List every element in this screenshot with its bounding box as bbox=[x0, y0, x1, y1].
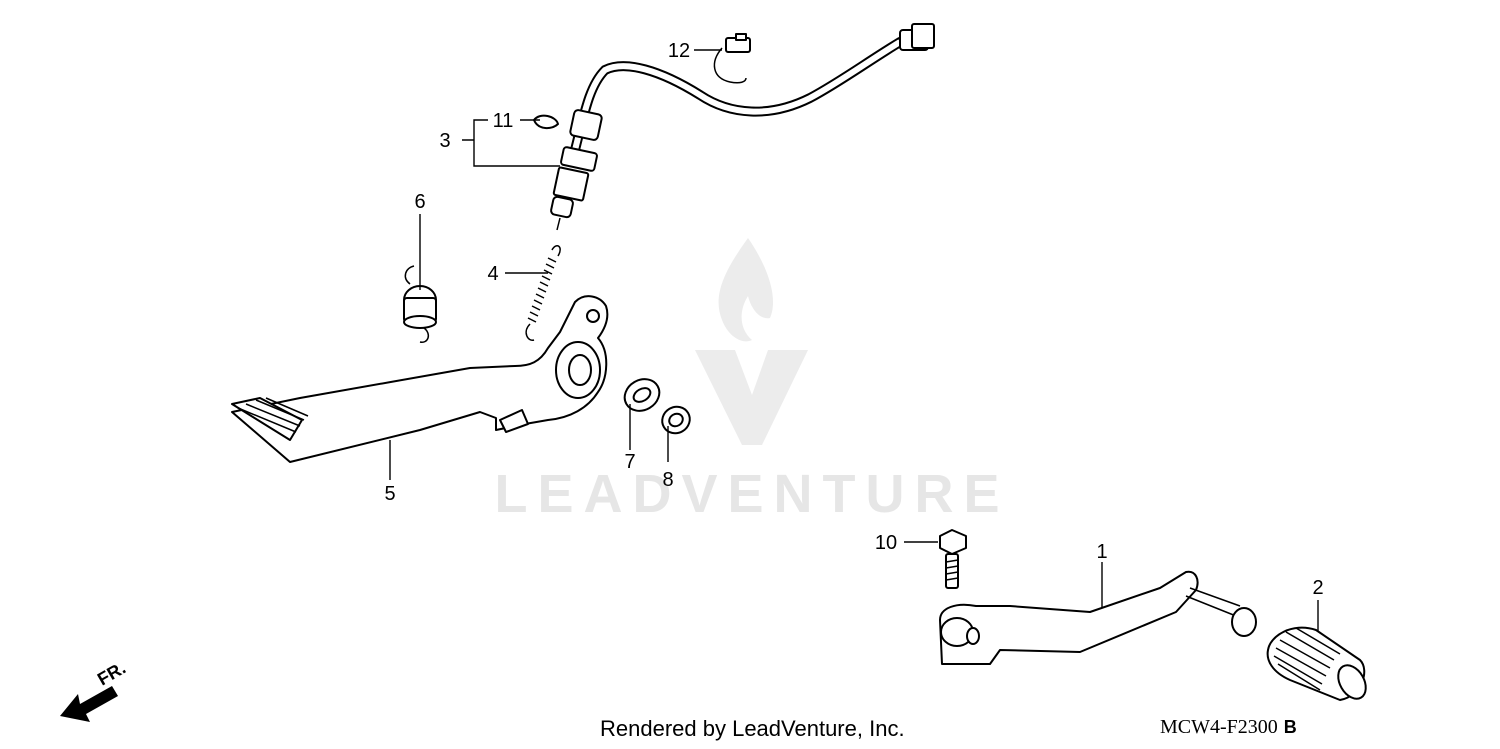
callout-1: 1 bbox=[1096, 541, 1107, 563]
callout-11: 11 bbox=[493, 110, 514, 132]
callout-10: 10 bbox=[875, 532, 897, 554]
diagram-code-text: MCW4-F2300 bbox=[1160, 716, 1278, 738]
callout-12: 12 bbox=[668, 40, 690, 62]
part-10-bolt bbox=[939, 529, 967, 589]
front-direction-label: FR. bbox=[94, 658, 129, 690]
watermark-text: LEADVENTURE bbox=[494, 464, 1009, 524]
callout-3: 3 bbox=[439, 130, 450, 152]
part-3-brake-switch bbox=[550, 23, 935, 231]
part-8-clip bbox=[661, 405, 691, 435]
part-4-spring bbox=[525, 245, 561, 341]
part-1-gearshift-pedal bbox=[939, 570, 1257, 665]
watermark-logo bbox=[695, 238, 808, 445]
part-7-washer bbox=[623, 378, 661, 412]
part-11-clip bbox=[533, 114, 559, 130]
callout-4: 4 bbox=[487, 263, 498, 285]
part-2-rubber bbox=[1266, 626, 1367, 701]
callout-6: 6 bbox=[414, 191, 425, 213]
part-5-brake-pedal bbox=[231, 295, 609, 463]
footer-credit: Rendered by LeadVenture, Inc. bbox=[600, 716, 905, 741]
leader-3 bbox=[462, 119, 560, 167]
callout-7: 7 bbox=[624, 451, 635, 473]
front-direction-arrow: FR. bbox=[60, 658, 129, 722]
diagram-variant: B bbox=[1283, 717, 1297, 737]
callout-5: 5 bbox=[384, 483, 395, 505]
callout-8: 8 bbox=[662, 469, 673, 491]
part-12-connector bbox=[713, 33, 751, 84]
callout-2: 2 bbox=[1312, 577, 1323, 599]
